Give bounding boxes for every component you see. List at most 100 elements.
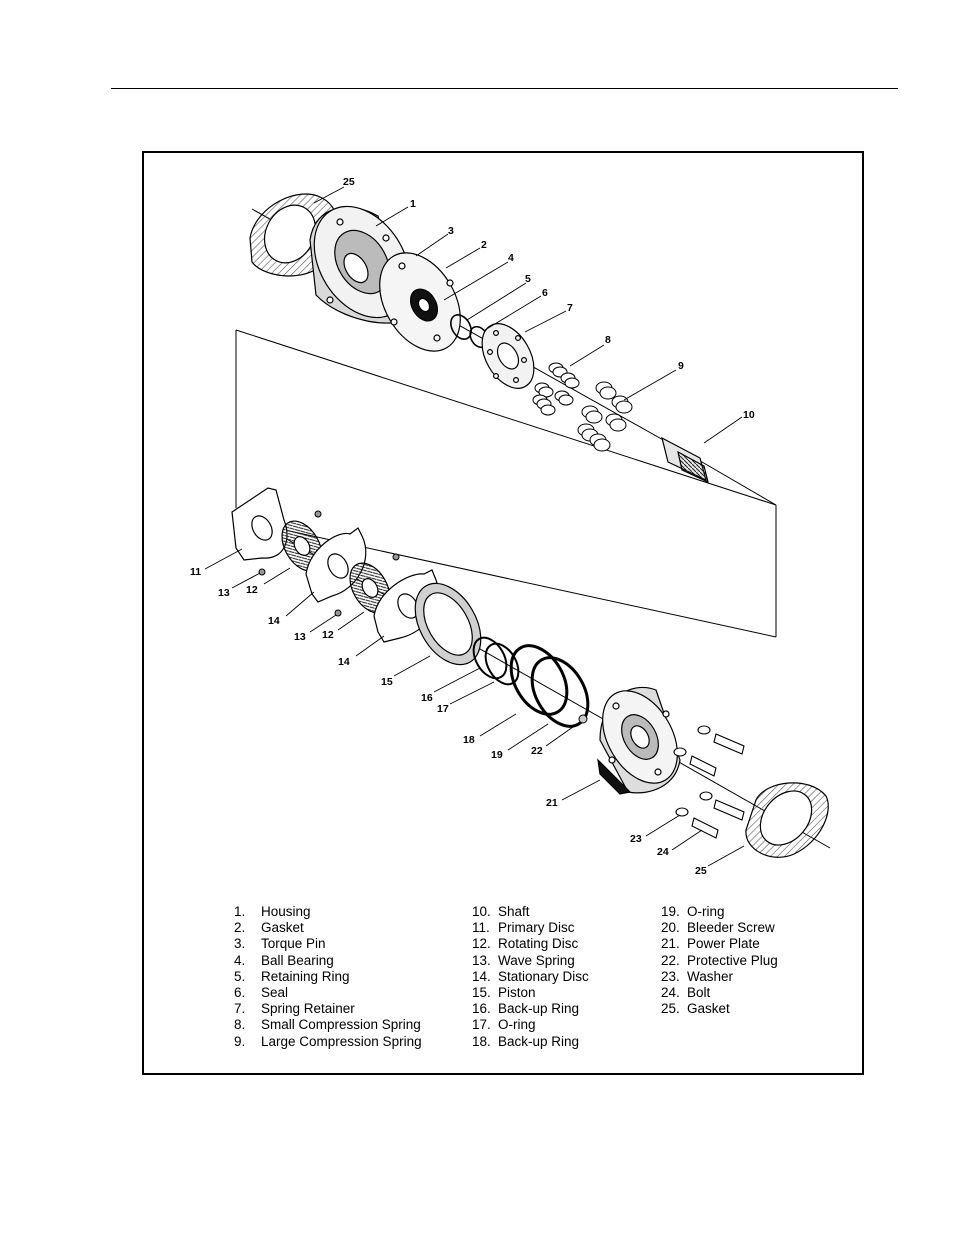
legend-number: 24. xyxy=(661,985,680,1001)
legend-column-1: 1. Housing 2.Gasket 3.Torque Pin 4. Ball B… xyxy=(234,904,422,1050)
callout-label: 10 xyxy=(743,409,755,421)
legend-number: 5. xyxy=(234,968,246,984)
legend-item: 8.Small Compression Spring xyxy=(234,1017,422,1033)
callout-label: 1 xyxy=(410,198,416,210)
legend-label: Ball Bearing xyxy=(261,952,334,968)
legend-item: 16.Back-up Ring xyxy=(472,1001,589,1017)
legend-number: 20. xyxy=(661,920,680,936)
legend-label: Retaining Ring xyxy=(261,968,350,984)
callout-label: 9 xyxy=(678,360,684,372)
legend-label: Shaft xyxy=(498,904,530,919)
legend-item: 14. Stationary Disc xyxy=(472,969,589,985)
gasket-bottom xyxy=(745,782,829,858)
callout-label: 17 xyxy=(437,703,449,715)
legend-item: 20. Bleeder Screw xyxy=(661,920,778,936)
legend-label: Gasket xyxy=(687,1001,730,1017)
piston xyxy=(414,582,482,666)
callout-label: 18 xyxy=(463,734,475,746)
primary-disc xyxy=(231,487,288,561)
legend-label: Bleeder Screw xyxy=(687,920,775,936)
legend-item: 1. Housing xyxy=(234,904,422,920)
legend-number: 11. xyxy=(472,920,490,936)
legend-item: 23. Washer xyxy=(661,969,778,985)
legend-number: 7. xyxy=(234,1001,246,1017)
legend-number: 19. xyxy=(661,904,680,919)
legend-number: 9. xyxy=(234,1033,246,1049)
legend-label: Washer xyxy=(687,968,734,984)
callout-label: 7 xyxy=(567,302,573,314)
callout-label: 24 xyxy=(657,846,669,858)
legend-number: 14. xyxy=(472,968,491,984)
legend-label: Large Compression Spring xyxy=(261,1033,422,1049)
callout-label: 22 xyxy=(531,745,543,757)
legend-label: Piston xyxy=(498,985,536,1001)
legend-number: 15. xyxy=(472,985,491,1001)
legend-column-2: 10. Shaft 11. Primary Disc 12. Rotating Dis… xyxy=(472,904,589,1050)
legend-item: 15. Piston xyxy=(472,985,589,1001)
legend-label: Bolt xyxy=(687,985,711,1001)
callout-label: 2 xyxy=(481,239,487,251)
legend-item: 25.Gasket xyxy=(661,1001,778,1017)
legend-item: 3.Torque Pin xyxy=(234,936,422,952)
legend-number: 23. xyxy=(661,968,680,984)
legend-number: 17. xyxy=(472,1017,491,1033)
legend-number: 16. xyxy=(472,1001,491,1017)
legend-item: 22. Protective Plug xyxy=(661,953,778,969)
legend-number: 3. xyxy=(234,936,246,952)
callout-label: 25 xyxy=(343,176,355,188)
callout-label: 14 xyxy=(338,656,350,668)
legend-item: 21.Power Plate xyxy=(661,936,778,952)
figure-frame xyxy=(142,151,864,1075)
legend-column-3: 19. O-ring 20. Bleeder Screw 21.Power Plat… xyxy=(661,904,778,1017)
spring-retainer xyxy=(481,323,535,389)
legend-label: Primary Disc xyxy=(498,920,575,936)
legend-number: 4. xyxy=(234,952,246,968)
legend-number: 22. xyxy=(661,952,680,968)
legend-item: 7. Spring Retainer xyxy=(234,1001,422,1017)
legend-number: 21. xyxy=(661,936,680,952)
callout-label: 4 xyxy=(508,252,514,264)
leader-lines xyxy=(204,186,745,867)
header-rule xyxy=(111,88,898,89)
compression-springs xyxy=(532,362,633,452)
legend-label: Stationary Disc xyxy=(498,968,589,984)
legend-item: 13.Wave Spring xyxy=(472,953,589,969)
ball-bearing xyxy=(409,288,439,322)
callout-label: 25 xyxy=(695,865,707,877)
legend-number: 12. xyxy=(472,936,491,952)
legend-number: 8. xyxy=(234,1017,246,1033)
legend-number: 10. xyxy=(472,904,491,919)
shaft xyxy=(661,436,709,484)
legend-number: 1. xyxy=(234,904,246,919)
legend-label: Spring Retainer xyxy=(261,1001,355,1017)
legend-label: Back-up Ring xyxy=(498,1033,580,1049)
callout-label: 12 xyxy=(322,629,334,641)
callout-label: 12 xyxy=(246,584,258,596)
legend-item: 10. Shaft xyxy=(472,904,589,920)
callout-label: 8 xyxy=(605,334,611,346)
legend-number: 18. xyxy=(472,1033,491,1049)
wave-springs xyxy=(258,510,400,617)
callout-label: 13 xyxy=(218,587,230,599)
legend-label: Protective Plug xyxy=(687,952,778,968)
legend-label: Gasket xyxy=(261,920,304,936)
callout-label: 11 xyxy=(190,566,201,578)
callout-label: 13 xyxy=(294,631,306,643)
callout-label: 19 xyxy=(491,749,503,761)
callout-label: 21 xyxy=(546,797,558,809)
legend-item: 2.Gasket xyxy=(234,920,422,936)
legend-item: 11. Primary Disc xyxy=(472,920,589,936)
legend-item: 24. Bolt xyxy=(661,985,778,1001)
legend-label: O-ring xyxy=(687,904,725,919)
callout-label: 16 xyxy=(421,692,433,704)
legend-label: Housing xyxy=(261,904,311,919)
callout-labels: 25 1 3 2 4 5 6 7 8 9 10 11 13 12 14 13 1… xyxy=(190,176,755,877)
legend-label: Seal xyxy=(261,985,289,1001)
washers-and-bolts xyxy=(673,725,745,839)
legend-label: Rotating Disc xyxy=(498,936,579,952)
legend-item: 17.O-ring xyxy=(472,1017,589,1033)
legend-number: 6. xyxy=(234,985,246,1001)
callout-label: 3 xyxy=(448,225,454,237)
legend-item: 5. Retaining Ring xyxy=(234,969,422,985)
